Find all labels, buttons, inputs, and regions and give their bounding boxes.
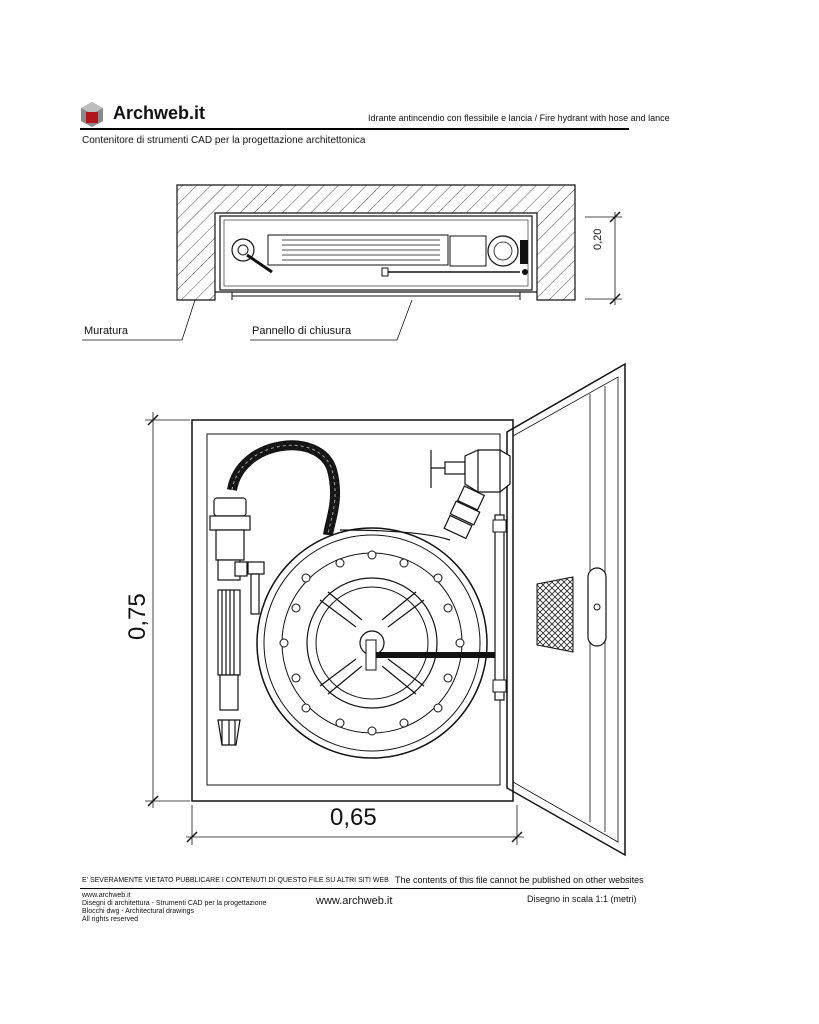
footer-info-line: Blocchi dwg - Architectural drawings: [82, 908, 195, 915]
feed-pipe: [494, 514, 505, 701]
header-rule: [80, 128, 629, 130]
hose-plan: [267, 234, 449, 266]
footer-rule: [80, 888, 629, 889]
subtitle: Contenitore di strumenti CAD per la prog…: [82, 135, 366, 146]
label-wall: Muratura: [84, 325, 129, 337]
label-closing-panel: Pannello di chiusura: [252, 325, 352, 337]
lance: [209, 497, 265, 746]
reel-axle: [368, 652, 498, 658]
dim-height: 0,75: [124, 593, 151, 640]
drawing-scale: Disegno in scala 1:1 (metri): [527, 894, 637, 904]
footer-info-line: www.archweb.it: [82, 892, 131, 899]
plan-view: [82, 184, 622, 341]
footer-info-line: All rights reserved: [82, 916, 139, 923]
drawing-title: Idrante antincendio con flessibile e lan…: [368, 113, 670, 123]
brand-name: Archweb.it: [113, 103, 206, 123]
door-window: [536, 576, 574, 653]
dim-width: 0,65: [330, 804, 377, 831]
dim-depth: 0,20: [592, 228, 604, 250]
wall-section: [176, 184, 576, 301]
footer-website[interactable]: www.archweb.it: [316, 895, 393, 907]
valve: [339, 449, 511, 541]
reel-plan: [231, 238, 255, 262]
hose-reel: [256, 527, 488, 759]
footer-info-line: Disegni di architettura - Strumenti CAD …: [82, 900, 267, 907]
warning-english: The contents of this file cannot be publ…: [395, 875, 644, 885]
door-handle: [587, 567, 607, 647]
cabinet-plan: [219, 215, 533, 291]
elevation-view: [145, 362, 626, 857]
footer-info: www.archweb.it Disegni di architettura -…: [82, 892, 266, 924]
valve-plan: [487, 235, 519, 267]
warning-italian: E' SEVERAMENTE VIETATO PUBBLICARE I CONT…: [82, 877, 389, 884]
open-door: [506, 362, 626, 857]
